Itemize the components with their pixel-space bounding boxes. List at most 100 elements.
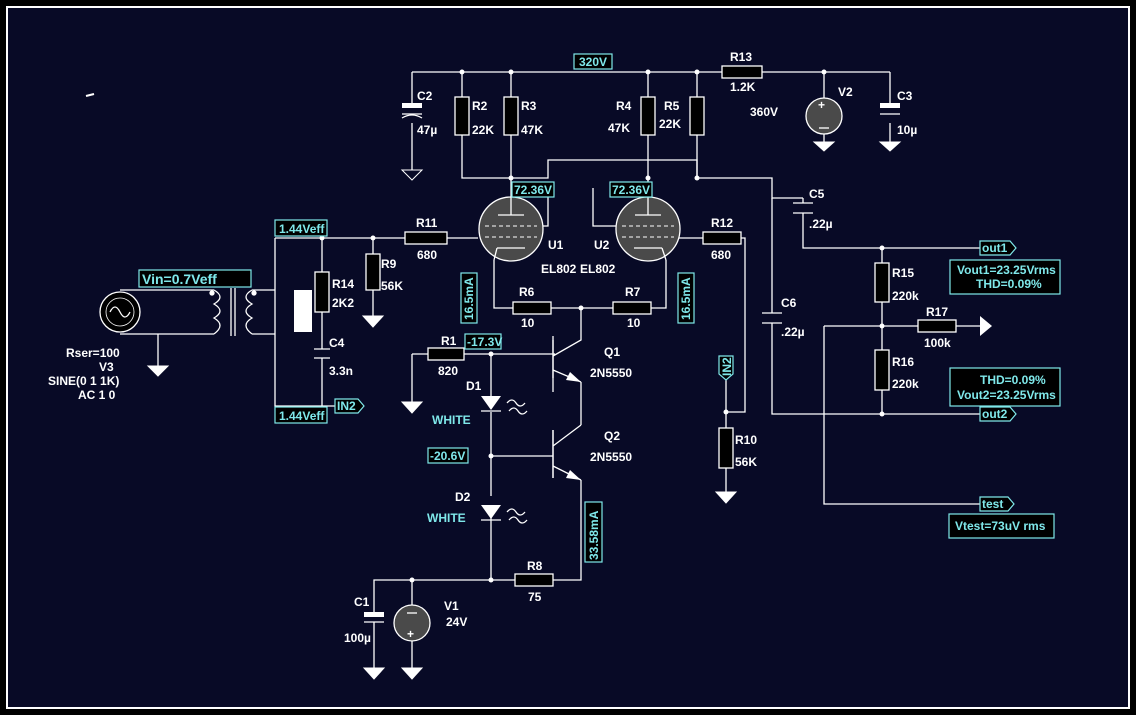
probe-current-u2[interactable]: 16.5mA bbox=[677, 272, 695, 324]
svg-text:R13: R13 bbox=[730, 50, 752, 64]
svg-text:3.3n: 3.3n bbox=[329, 364, 353, 378]
resistor-r5[interactable] bbox=[640, 96, 656, 136]
probe-labels[interactable]: 320V 72.36V 72.36V 1.44Veff 1.44Veff Vin… bbox=[138, 53, 1017, 563]
svg-text:22K: 22K bbox=[472, 123, 494, 137]
svg-text:16.5mA: 16.5mA bbox=[679, 277, 693, 320]
input-transformer[interactable] bbox=[209, 288, 312, 336]
svg-text:R10: R10 bbox=[735, 433, 757, 447]
svg-text:1.44Veff: 1.44Veff bbox=[279, 409, 325, 423]
voltage-source-v2[interactable]: + bbox=[805, 97, 843, 135]
resistor-r10[interactable] bbox=[718, 427, 734, 469]
voltage-source-v1[interactable]: + bbox=[393, 604, 431, 642]
svg-text:V3: V3 bbox=[99, 360, 114, 374]
resistor-r7[interactable] bbox=[612, 301, 652, 315]
probe-grid-top[interactable]: 1.44Veff bbox=[274, 219, 328, 237]
svg-text:C1: C1 bbox=[354, 595, 370, 609]
svg-text:EL802: EL802 bbox=[580, 262, 616, 276]
capacitor-c5[interactable] bbox=[793, 202, 813, 214]
resistor-r2[interactable] bbox=[454, 96, 470, 136]
wires bbox=[120, 71, 980, 668]
probe-grid-bottom[interactable]: 1.44Veff bbox=[274, 406, 328, 424]
svg-text:56K: 56K bbox=[735, 455, 757, 469]
svg-text:C6: C6 bbox=[781, 296, 797, 310]
svg-text:R9: R9 bbox=[381, 257, 397, 271]
led-d2[interactable] bbox=[481, 505, 528, 524]
note-out2: THD=0.09% Vout2=23.25Vrms bbox=[949, 367, 1061, 407]
resistor-r1[interactable] bbox=[427, 347, 465, 361]
svg-text:.22µ: .22µ bbox=[781, 325, 805, 339]
net-label-out1[interactable]: out1 bbox=[979, 240, 1017, 256]
resistor-r16[interactable] bbox=[874, 349, 890, 391]
svg-text:47µ: 47µ bbox=[417, 123, 437, 137]
capacitor-c6[interactable] bbox=[762, 312, 782, 324]
svg-text:WHITE: WHITE bbox=[432, 413, 471, 427]
svg-text:Q1: Q1 bbox=[604, 345, 620, 359]
capacitor-c2[interactable] bbox=[401, 103, 423, 119]
resistors[interactable] bbox=[314, 65, 957, 587]
resistor-r3[interactable] bbox=[503, 96, 519, 136]
svg-text:10: 10 bbox=[627, 316, 641, 330]
tube-u1[interactable] bbox=[478, 188, 544, 262]
svg-text:C5: C5 bbox=[809, 187, 825, 201]
resistor-r14[interactable] bbox=[314, 271, 330, 313]
svg-text:220k: 220k bbox=[892, 377, 919, 391]
svg-text:.22µ: .22µ bbox=[809, 217, 833, 231]
svg-text:1.44Veff: 1.44Veff bbox=[279, 222, 325, 236]
capacitor-c3[interactable] bbox=[880, 103, 900, 115]
component-labels: C2 47µ R2 22K R3 47K R4 47K R5 22K R13 1… bbox=[48, 50, 951, 645]
transistor-q2[interactable] bbox=[552, 430, 581, 480]
svg-text:WHITE: WHITE bbox=[427, 511, 466, 525]
capacitor-c1[interactable] bbox=[364, 612, 384, 623]
svg-text:R4: R4 bbox=[616, 99, 632, 113]
svg-text:Q2: Q2 bbox=[604, 429, 620, 443]
net-label-test[interactable]: test bbox=[979, 496, 1015, 512]
probe-current-u1[interactable]: 16.5mA bbox=[460, 272, 478, 324]
resistor-r9[interactable] bbox=[365, 253, 381, 291]
net-label-in2-left[interactable]: IN2 bbox=[334, 398, 365, 414]
probe-current-q2[interactable]: 33.58mA bbox=[584, 501, 603, 563]
probe-q1-base[interactable]: -17.3V bbox=[464, 333, 502, 350]
svg-text:10: 10 bbox=[521, 316, 535, 330]
svg-text:72.36V: 72.36V bbox=[514, 183, 552, 197]
capacitor-c4[interactable] bbox=[314, 348, 330, 359]
transistor-q1[interactable] bbox=[552, 336, 581, 382]
svg-text:IN2: IN2 bbox=[337, 399, 356, 413]
svg-text:U1: U1 bbox=[548, 238, 564, 252]
svg-text:out1: out1 bbox=[982, 241, 1008, 255]
svg-text:680: 680 bbox=[417, 248, 437, 262]
svg-text:out2: out2 bbox=[982, 407, 1008, 421]
resistor-r12[interactable] bbox=[702, 231, 742, 245]
net-label-in2-right[interactable]: IN2 bbox=[718, 355, 734, 381]
probe-q2-base[interactable]: -20.6V bbox=[427, 447, 469, 464]
svg-text:100k: 100k bbox=[924, 336, 951, 350]
probe-supply-320v[interactable]: 320V bbox=[573, 53, 613, 70]
resistor-r6[interactable] bbox=[512, 301, 552, 315]
resistor-r4[interactable] bbox=[689, 96, 705, 136]
svg-text:THD=0.09%: THD=0.09% bbox=[976, 277, 1042, 291]
probe-anode-u2[interactable]: 72.36V bbox=[609, 181, 653, 198]
svg-text:22K: 22K bbox=[659, 117, 681, 131]
net-label-out2[interactable]: out2 bbox=[979, 406, 1017, 422]
probe-anode-u1[interactable]: 72.36V bbox=[511, 181, 555, 198]
svg-text:2K2: 2K2 bbox=[332, 296, 354, 310]
probe-vin[interactable]: Vin=0.7Veff bbox=[138, 269, 252, 288]
sine-source-v3[interactable] bbox=[99, 291, 141, 333]
svg-text:56K: 56K bbox=[381, 279, 403, 293]
resistor-r13[interactable] bbox=[721, 65, 763, 79]
resistor-r11[interactable] bbox=[404, 231, 448, 245]
led-d1[interactable] bbox=[481, 396, 528, 415]
resistor-r15[interactable] bbox=[874, 262, 890, 303]
svg-text:D1: D1 bbox=[466, 379, 482, 393]
svg-text:Vout1=23.25Vrms: Vout1=23.25Vrms bbox=[957, 263, 1056, 277]
svg-text:Vtest=73uV rms: Vtest=73uV rms bbox=[955, 519, 1046, 533]
svg-text:R6: R6 bbox=[519, 285, 535, 299]
svg-text:R15: R15 bbox=[892, 266, 914, 280]
svg-text:47K: 47K bbox=[608, 121, 630, 135]
resistor-r8[interactable] bbox=[514, 573, 554, 587]
svg-text:Vout2=23.25Vrms: Vout2=23.25Vrms bbox=[957, 388, 1056, 402]
svg-text:V1: V1 bbox=[444, 599, 459, 613]
svg-text:AC 1 0: AC 1 0 bbox=[78, 388, 116, 402]
svg-text:R17: R17 bbox=[926, 305, 948, 319]
resistor-r17[interactable] bbox=[917, 319, 957, 333]
capacitors[interactable] bbox=[314, 103, 900, 623]
